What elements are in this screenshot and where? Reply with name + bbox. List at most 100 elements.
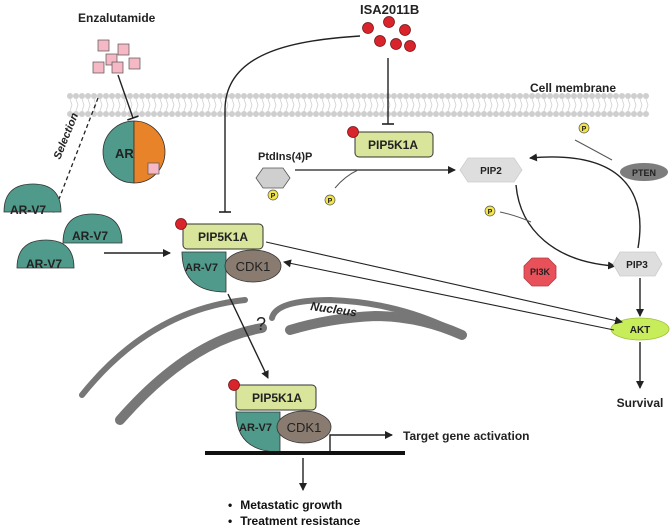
membrane-tail xyxy=(93,98,97,112)
membrane-tail xyxy=(117,98,121,112)
nuclear-pip5k1a-dot xyxy=(228,379,240,391)
membrane-head xyxy=(379,111,385,117)
membrane-tail xyxy=(489,98,493,112)
membrane-head xyxy=(403,93,409,99)
membrane-tail xyxy=(231,98,235,112)
membrane-head xyxy=(307,111,313,117)
membrane-tail xyxy=(525,98,529,112)
membrane-head xyxy=(127,93,133,99)
membrane-head xyxy=(547,111,553,117)
membrane-tail xyxy=(627,98,631,112)
membrane-tail xyxy=(615,98,619,112)
membrane-head xyxy=(367,111,373,117)
membrane-head xyxy=(229,111,235,117)
membrane-tail xyxy=(315,98,319,112)
membrane-head xyxy=(379,93,385,99)
pten-phosphate-branch xyxy=(574,139,613,161)
membrane-tail xyxy=(579,98,583,112)
membrane-head xyxy=(265,111,271,117)
membrane-tail xyxy=(105,98,109,112)
membrane-head xyxy=(175,93,181,99)
membrane-tail xyxy=(309,98,313,112)
membrane-head xyxy=(253,111,259,117)
membrane-tail xyxy=(273,98,277,112)
membrane-tail xyxy=(477,98,481,112)
membrane-tail xyxy=(297,98,301,112)
membrane-head xyxy=(427,111,433,117)
membrane-tail xyxy=(411,98,415,112)
complex-pip5k1a-box xyxy=(182,223,264,250)
membrane-head xyxy=(103,111,109,117)
membrane-tail xyxy=(153,98,157,112)
membrane-head xyxy=(199,111,205,117)
membrane-head xyxy=(289,111,295,117)
membrane-tail xyxy=(159,98,163,112)
membrane-tail xyxy=(345,98,349,112)
membrane-head xyxy=(529,93,535,99)
nuclear-cdk1-shape xyxy=(276,410,332,444)
membrane-head xyxy=(511,93,517,99)
membrane-head xyxy=(67,93,73,99)
membrane-tail xyxy=(561,98,565,112)
akt-to-complex-arrow xyxy=(283,259,615,331)
membrane-head xyxy=(619,111,625,117)
membrane-tail xyxy=(471,98,475,112)
cell-membrane xyxy=(67,93,649,117)
membrane-head xyxy=(571,93,577,99)
pip2-node xyxy=(459,157,523,183)
transcription-arrow xyxy=(329,431,393,451)
question-mark: ? xyxy=(256,314,266,334)
membrane-head xyxy=(361,111,367,117)
membrane-head xyxy=(565,111,571,117)
membrane-head xyxy=(199,93,205,99)
membrane-head xyxy=(457,93,463,99)
membrane-head xyxy=(139,111,145,117)
membrane-head xyxy=(337,111,343,117)
complex-to-akt-arrow xyxy=(265,241,623,325)
membrane-head xyxy=(613,111,619,117)
membrane-head xyxy=(583,111,589,117)
membrane-tail xyxy=(87,98,91,112)
membrane-head xyxy=(553,111,559,117)
membrane-tail xyxy=(405,98,409,112)
membrane-head xyxy=(463,93,469,99)
membrane-tail xyxy=(459,98,463,112)
complex-cdk1-shape xyxy=(224,249,282,283)
membrane-head xyxy=(481,111,487,117)
membrane-tail xyxy=(645,98,649,112)
enzalutamide-inhibition xyxy=(117,74,139,121)
pten-phosphate xyxy=(578,122,590,134)
membrane-head xyxy=(343,111,349,117)
membrane-tail xyxy=(237,98,241,112)
membrane-head xyxy=(643,111,649,117)
target-gene-activation-label: Target gene activation xyxy=(403,429,529,443)
membrane-tail xyxy=(171,98,175,112)
membrane-tail xyxy=(243,98,247,112)
membrane-head xyxy=(79,111,85,117)
membrane-tail xyxy=(267,98,271,112)
pip3-node xyxy=(612,251,663,277)
isa2011b-complex-inhibition xyxy=(219,35,361,213)
membrane-head xyxy=(265,93,271,99)
membrane-head xyxy=(181,93,187,99)
membrane-head xyxy=(367,93,373,99)
membrane-head xyxy=(583,93,589,99)
membrane-head xyxy=(511,111,517,117)
phosphate-branch xyxy=(334,169,359,189)
membrane-head xyxy=(187,111,193,117)
membrane-head xyxy=(97,111,103,117)
membrane-tail xyxy=(465,98,469,112)
enzalutamide-label: Enzalutamide xyxy=(78,11,156,25)
membrane-tail xyxy=(81,98,85,112)
membrane-head xyxy=(397,93,403,99)
membrane-head xyxy=(73,111,79,117)
membrane-head xyxy=(391,93,397,99)
membrane-head xyxy=(187,93,193,99)
membrane-tail xyxy=(69,98,73,112)
pip2-phosphate xyxy=(324,194,336,206)
membrane-tail xyxy=(453,98,457,112)
membrane-head xyxy=(607,93,613,99)
membrane-tail xyxy=(165,98,169,112)
membrane-head xyxy=(319,111,325,117)
membrane-tail xyxy=(111,98,115,112)
